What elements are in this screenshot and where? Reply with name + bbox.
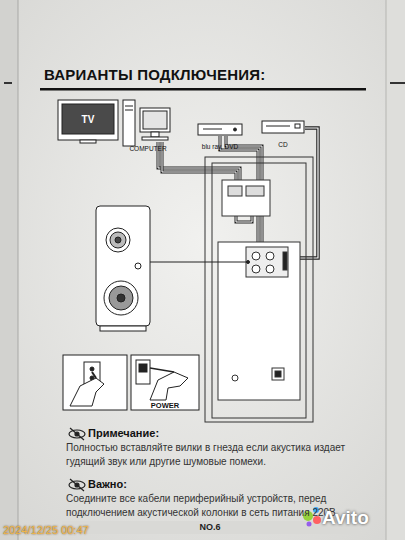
computer-device: COMPUTER: [116, 98, 180, 152]
page-number: NO.6: [62, 521, 358, 533]
device-label: blu ray, DVD: [202, 143, 238, 150]
computer-icon: [123, 100, 170, 146]
tv-icon: [58, 100, 118, 143]
speaker-illustration: [96, 206, 250, 331]
power-panel: POWER: [131, 355, 199, 410]
dvd-player-icon: [198, 124, 242, 135]
device-label: CD: [278, 141, 287, 148]
dvd-device: blu ray, DVD: [192, 120, 248, 150]
date-stamp: 2024/12/25 00:47: [3, 523, 143, 538]
watermark: Avito: [322, 505, 392, 531]
cd-device: CD: [258, 118, 308, 148]
speaker-back-panel: [205, 157, 313, 422]
cd-player-icon: [262, 121, 304, 133]
device-label: POWER: [151, 401, 179, 410]
device-label: COMPUTER: [129, 145, 166, 152]
device-label: TV: [82, 114, 95, 125]
title-underline: [40, 88, 366, 91]
page-number-bar: [62, 521, 358, 534]
note-heading: Примечание:: [88, 426, 208, 441]
warning-heading: Важно:: [88, 477, 208, 492]
diagram-title: ВАРИАНТЫ ПОДКЛЮЧЕНИЯ:: [44, 66, 265, 83]
note-text: Полностью вставляйте вилки в гнезда если…: [66, 441, 366, 468]
warning-text: Соедините все кабели периферийный устрой…: [66, 492, 366, 519]
power-illustrations: [63, 355, 199, 410]
tv-device: TV: [62, 104, 114, 134]
